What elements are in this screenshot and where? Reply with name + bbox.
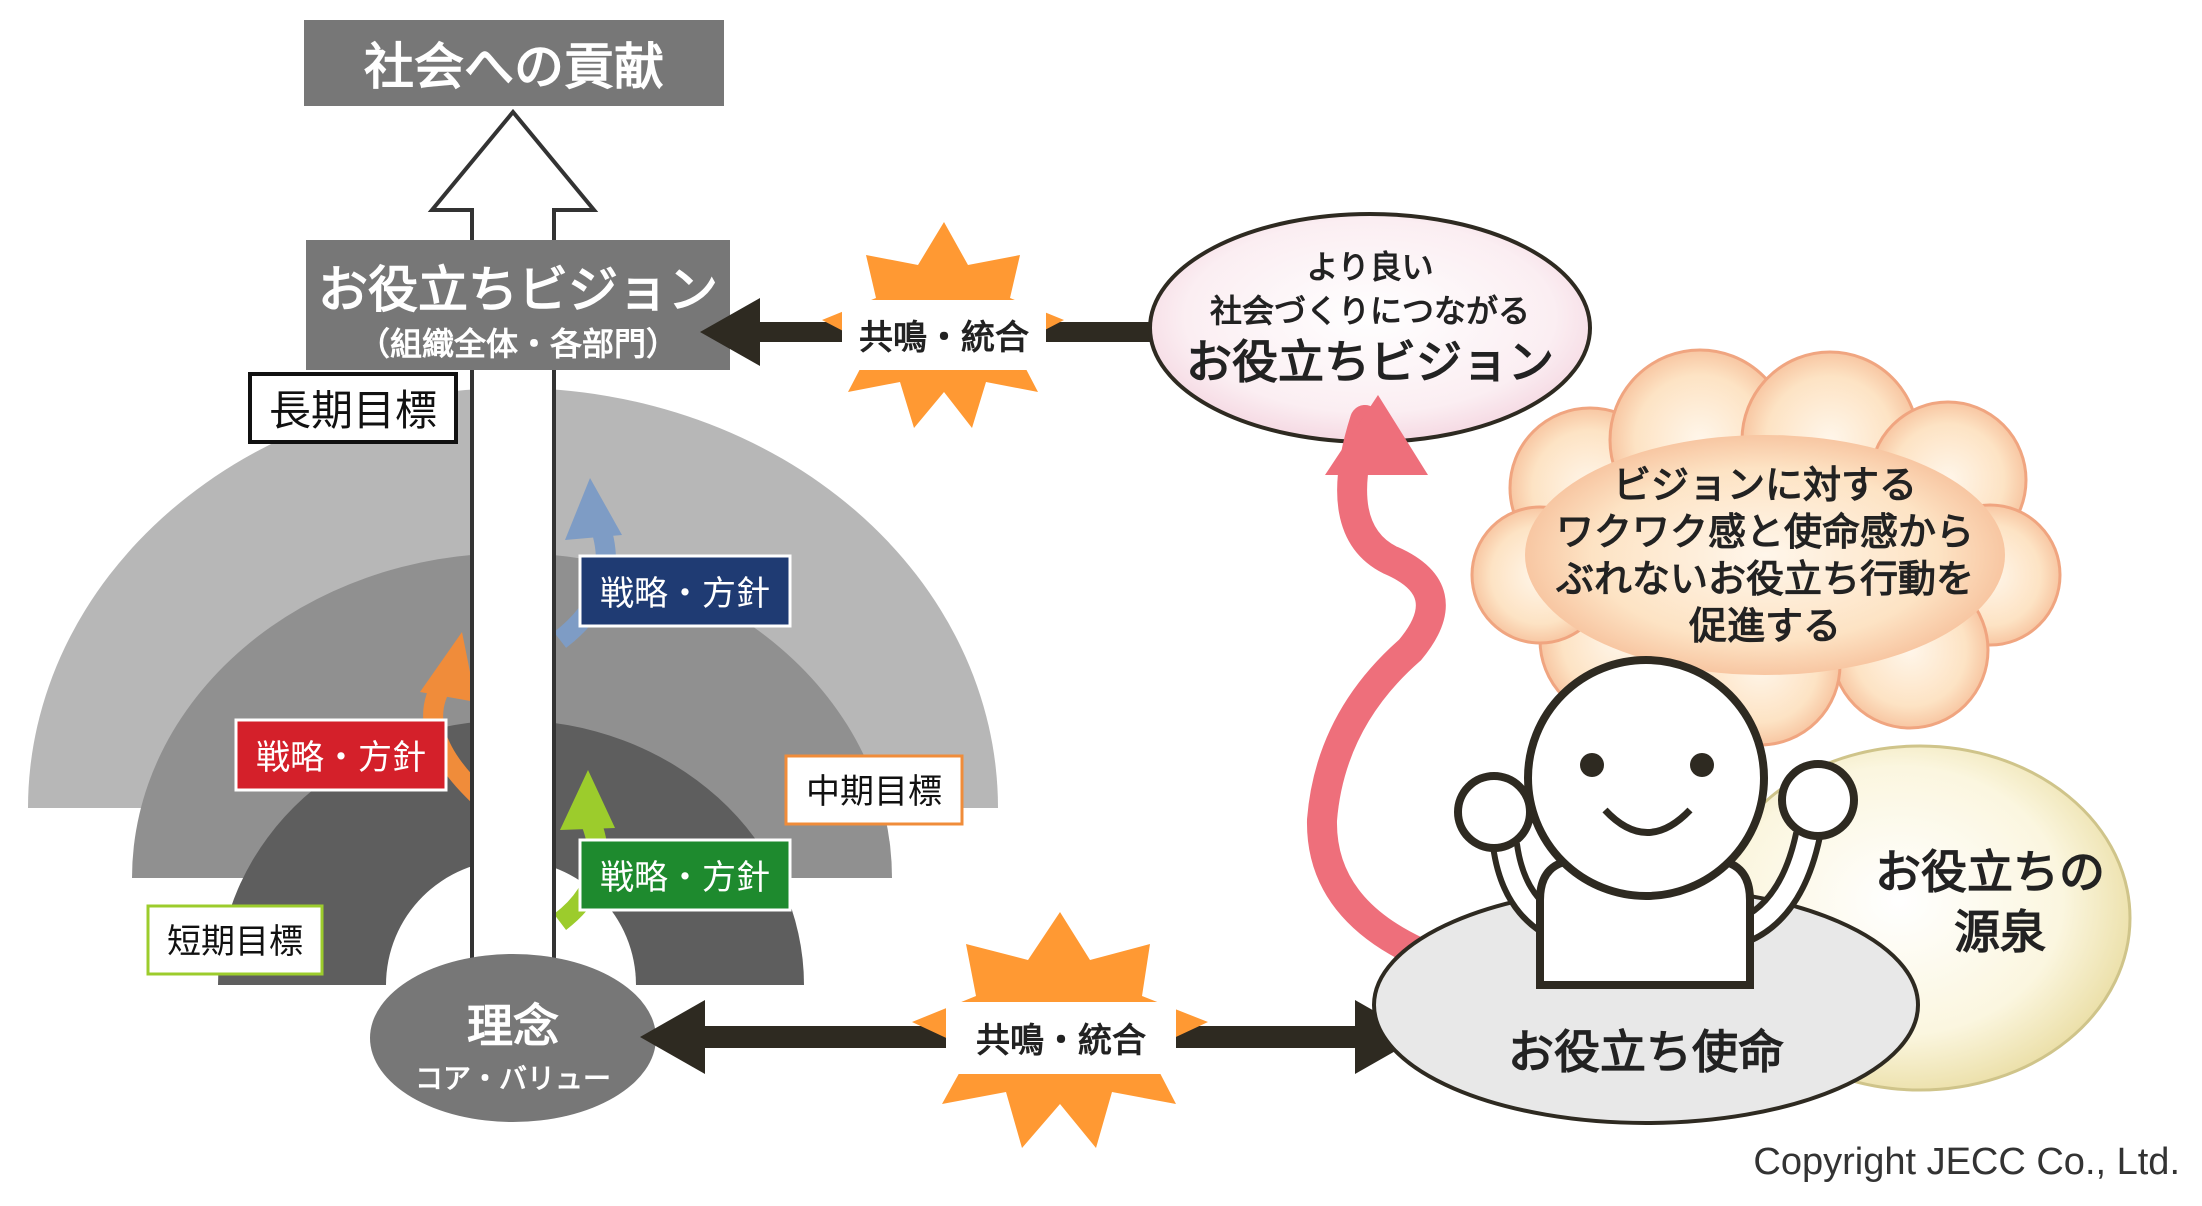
vision-box xyxy=(306,240,730,370)
philosophy-ellipse xyxy=(370,954,656,1122)
resonance-bottom-box xyxy=(946,1002,1176,1074)
smiling-person-icon xyxy=(1454,656,1858,989)
vision-ellipse-line3: お役立ちビジョン xyxy=(1186,335,1554,389)
contribution-label: 社会への貢献 xyxy=(364,38,664,96)
short-term-box xyxy=(146,904,324,976)
short-term-label: 短期目標 xyxy=(167,922,303,962)
vision-ellipse-line2: 社会づくりにつながる xyxy=(1210,292,1530,330)
pink-wavy-arrow xyxy=(1306,405,1465,980)
vision-box-sub: （組織全体・各部門） xyxy=(358,325,678,363)
vision-ellipse-line1: より良い xyxy=(1306,248,1433,286)
resonance-bottom-label: 共鳴・統合 xyxy=(976,1021,1146,1061)
pink-arrowhead xyxy=(1325,395,1428,475)
thought-cloud xyxy=(1470,348,2062,747)
mid-term-label: 中期目標 xyxy=(806,772,942,812)
resonance-top-label: 共鳴・統合 xyxy=(859,318,1029,358)
mission-label: お役立ち使命 xyxy=(1508,1025,1784,1079)
strategy-label-green: 戦略・方針 xyxy=(600,858,770,898)
cloud-line1: ビジョンに対する xyxy=(1613,463,1917,507)
green-arrowhead xyxy=(560,770,615,830)
strategy-box-blue xyxy=(578,554,792,628)
strategy-label-blue: 戦略・方針 xyxy=(600,574,770,614)
strategy-label-red: 戦略・方針 xyxy=(256,738,426,778)
long-term-box xyxy=(248,372,458,444)
resonance-top-box xyxy=(842,300,1046,370)
contribution-box xyxy=(304,20,724,106)
long-term-label: 長期目標 xyxy=(269,386,437,435)
cloud-line4: 促進する xyxy=(1688,604,1841,648)
copyright: Copyright JECC Co., Ltd. xyxy=(1753,1141,2180,1183)
blue-arrowhead xyxy=(565,478,622,540)
strategy-box-red xyxy=(234,718,448,792)
philosophy-sub: コア・バリュー xyxy=(415,1062,611,1095)
mid-term-box xyxy=(784,754,964,826)
orange-arrowhead xyxy=(420,632,476,702)
cloud-line3: ぶれないお役立ち行動を xyxy=(1555,557,1974,601)
source-line1: お役立ちの xyxy=(1875,845,2105,899)
cloud-line2: ワクワク感と使命感から xyxy=(1556,510,1974,554)
philosophy-title: 理念 xyxy=(467,999,559,1053)
strategy-box-green xyxy=(578,838,792,912)
vision-box-title: お役立ちビジョン xyxy=(318,261,718,319)
source-line2: 源泉 xyxy=(1954,905,2046,959)
